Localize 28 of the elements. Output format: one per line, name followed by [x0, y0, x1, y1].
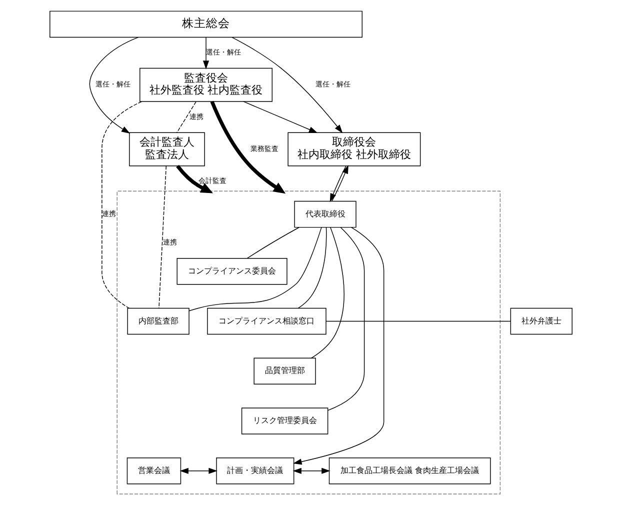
arrow: [176, 164, 212, 194]
edge-label: 選任・解任: [95, 80, 130, 89]
node-box: 監査役会 社外監査役 社内監査役: [139, 68, 272, 102]
connector: [188, 227, 322, 312]
connector: [101, 101, 142, 309]
edge-label: 会計監査: [198, 176, 226, 186]
node-box: 取締役会 社内取締役 社外取締役: [287, 132, 420, 166]
edge-label: 連携: [102, 209, 116, 218]
connector: [158, 166, 166, 309]
arrow: [292, 227, 384, 465]
edge-label: 選任・解任: [314, 80, 350, 89]
node-box: 会計監査人 監査法人: [128, 132, 204, 166]
edge-label: 連携: [189, 112, 204, 121]
edge-label: 連携: [162, 238, 176, 247]
arrow: [292, 468, 330, 474]
connector: [325, 320, 510, 322]
arrow: [242, 101, 318, 134]
connector: [326, 227, 364, 411]
edge-label: 業務監査: [250, 144, 278, 154]
arrow: [179, 468, 217, 474]
connector: [176, 101, 196, 133]
connector: [297, 227, 326, 309]
connector: [310, 227, 344, 358]
arrow: [231, 37, 342, 134]
arrow: [88, 36, 138, 134]
connector: [246, 227, 299, 259]
arrow: [210, 100, 286, 194]
node-box: 株主総会: [49, 10, 362, 38]
